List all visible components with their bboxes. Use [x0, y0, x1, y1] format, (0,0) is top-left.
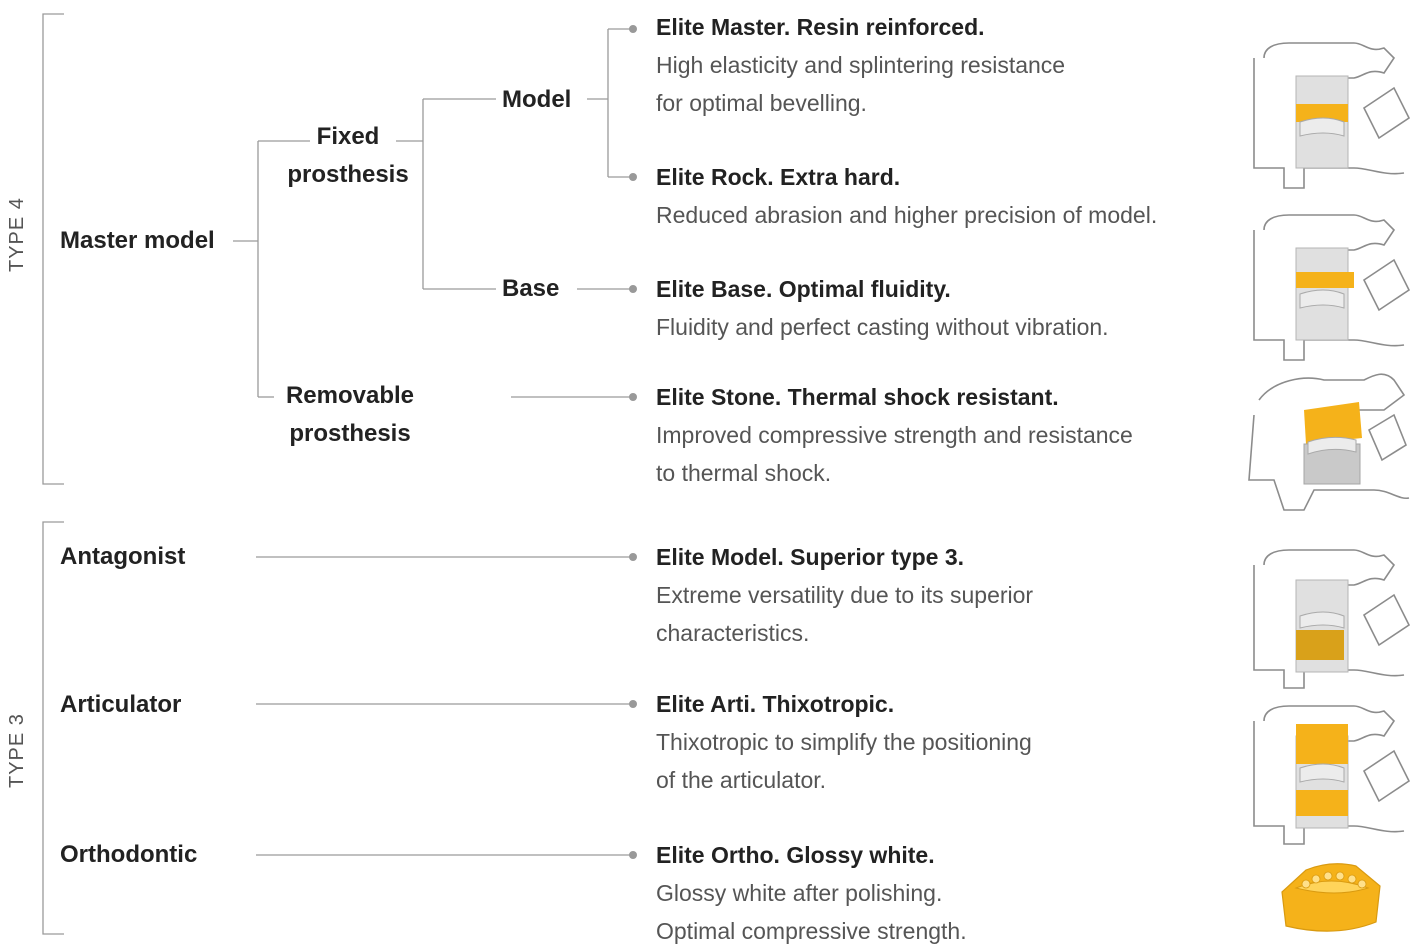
node-master-model: Master model — [60, 227, 215, 254]
product-line: to thermal shock. — [656, 460, 832, 486]
product-dot — [629, 285, 637, 293]
product-line: Thixotropic to simplify the positioning — [656, 729, 1032, 755]
product-dot — [629, 173, 637, 181]
articulator-antagonist-icon — [1253, 549, 1411, 689]
type3-bracket — [42, 521, 64, 935]
product-elite-base: Elite Base. Optimal fluidity. Fluidity a… — [656, 270, 1109, 346]
product-dot — [629, 553, 637, 561]
node-fixed-line1: Fixed — [316, 123, 380, 150]
product-line: High elasticity and splintering resistan… — [656, 52, 1066, 78]
type4-bracket — [42, 13, 64, 485]
product-line: characteristics. — [656, 620, 810, 646]
node-articulator: Articulator — [60, 691, 182, 718]
product-dot — [629, 700, 637, 708]
node-orthodontic: Orthodontic — [60, 841, 198, 868]
node-model: Model — [502, 86, 572, 113]
node-removable-prosthesis: Removable prosthesis — [276, 377, 424, 453]
articulator-model-icon — [1253, 42, 1411, 189]
product-dot — [629, 393, 637, 401]
articulator-arti-icon — [1253, 705, 1411, 845]
product-line: Optimal compressive strength. — [656, 918, 967, 944]
product-line: Reduced abrasion and higher precision of… — [656, 202, 1158, 228]
product-elite-master: Elite Master. Resin reinforced. High ela… — [656, 8, 1065, 122]
node-antagonist: Antagonist — [60, 543, 186, 570]
product-line: Improved compressive strength and resist… — [656, 422, 1133, 448]
ortho-model-icon — [1281, 863, 1381, 932]
articulator-stone-icon — [1248, 373, 1410, 511]
product-elite-ortho: Elite Ortho. Glossy white. Glossy white … — [656, 836, 967, 950]
type3-label: TYPE 3 — [6, 713, 28, 788]
product-title: Elite Base. Optimal fluidity. — [656, 276, 951, 302]
product-elite-stone: Elite Stone. Thermal shock resistant. Im… — [656, 378, 1133, 492]
product-dot — [629, 851, 637, 859]
node-removable-line1: Removable — [285, 382, 415, 409]
product-elite-arti: Elite Arti. Thixotropic. Thixotropic to … — [656, 685, 1032, 799]
node-base: Base — [502, 275, 560, 302]
node-fixed-prosthesis: Fixed prosthesis — [278, 118, 418, 194]
node-fixed-line2: prosthesis — [287, 161, 409, 188]
node-removable-line2: prosthesis — [289, 420, 411, 447]
product-line: Extreme versatility due to its superior — [656, 582, 1034, 608]
product-dot — [629, 25, 637, 33]
product-title: Elite Ortho. Glossy white. — [656, 842, 935, 868]
product-title: Elite Master. Resin reinforced. — [656, 14, 985, 40]
articulator-base-icon — [1253, 214, 1411, 361]
product-title: Elite Rock. Extra hard. — [656, 164, 901, 190]
type4-label: TYPE 4 — [6, 197, 28, 272]
product-title: Elite Model. Superior type 3. — [656, 544, 965, 570]
product-elite-rock: Elite Rock. Extra hard. Reduced abrasion… — [656, 158, 1157, 234]
product-title: Elite Stone. Thermal shock resistant. — [656, 384, 1059, 410]
product-elite-model: Elite Model. Superior type 3. Extreme ve… — [656, 538, 1033, 652]
product-title: Elite Arti. Thixotropic. — [656, 691, 895, 717]
product-line: of the articulator. — [656, 767, 827, 793]
product-line: Fluidity and perfect casting without vib… — [656, 314, 1109, 340]
product-line: for optimal bevelling. — [656, 90, 867, 116]
product-line: Glossy white after polishing. — [656, 880, 943, 906]
